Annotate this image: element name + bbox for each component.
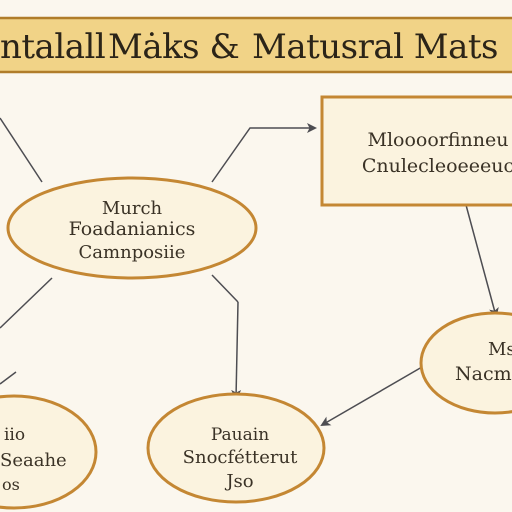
node-top-right-line-1: Mloooorfinneu: [368, 129, 509, 151]
title-banner: ntalall Mȧks & Matusral Mats: [0, 16, 512, 74]
node-center-left-line-2: Foadanianics: [69, 218, 196, 240]
connector-mid-right-to-bottom-center: [320, 366, 423, 427]
node-bottom-left-line-2: Seaahe: [0, 450, 67, 471]
node-bottom-left-line-1: iio: [4, 425, 25, 445]
node-top-right-line-2: Cnulecleoeeeuc: [362, 155, 512, 177]
node-center-left: Murch Foadanianics Camnposiie: [6, 176, 258, 280]
title-banner-text-left: ntalall: [0, 27, 105, 67]
title-banner-text-mid: Mȧks &: [108, 27, 239, 67]
connector-center-left-to-offscreen: [0, 277, 53, 329]
node-mid-right-line-2: Nacmr: [455, 363, 512, 385]
connector-to-bottom-left: [0, 371, 17, 385]
node-bottom-left-shape: [0, 394, 98, 510]
node-mid-right: Ms Nacmr: [419, 311, 512, 415]
node-bottom-center-line-2: Snocfétterut: [183, 447, 298, 468]
title-banner-box: [0, 16, 512, 74]
node-mid-right-line-1: Ms: [488, 339, 512, 360]
node-mid-right-shape: [419, 311, 512, 415]
node-center-left-shape: [6, 176, 258, 280]
node-center-left-line-3: Camnposiie: [79, 242, 186, 263]
connector-center-left-to-top-right: [211, 123, 317, 183]
connector-to-bottom-center: [231, 301, 242, 400]
title-banner-text-right: Matusral Mats: [252, 27, 498, 67]
node-center-left-line-1: Murch: [102, 198, 163, 219]
connectors: [0, 117, 499, 427]
node-bottom-center-line-1: Pauain: [211, 425, 269, 445]
node-bottom-center: Pauain Snocfétterut Jso: [146, 392, 326, 504]
node-bottom-left: iio Seaahe os: [0, 394, 98, 510]
node-bottom-left-line-3: os: [2, 475, 20, 494]
node-top-right-shape: [320, 95, 512, 207]
node-top-right: Mloooorfinneu Cnulecleoeeeuc: [320, 95, 512, 207]
connector-offscreen-to-center-left: [0, 117, 43, 183]
node-bottom-center-shape: [146, 392, 326, 504]
connector-top-right-to-mid-right: [465, 204, 499, 318]
connector-center-left-to-bottom-center: [211, 274, 239, 303]
node-bottom-center-line-3: Jso: [224, 471, 253, 492]
